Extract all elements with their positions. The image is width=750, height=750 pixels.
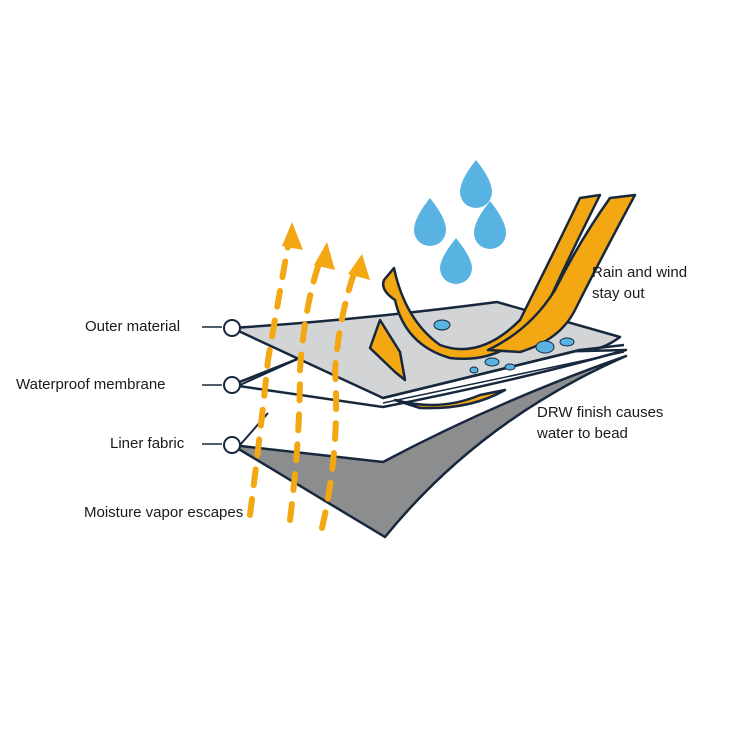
arrow-head-icon bbox=[314, 242, 335, 270]
arrow-head-icon bbox=[348, 254, 370, 280]
ribbon-under bbox=[393, 388, 507, 410]
raindrop-icon bbox=[474, 201, 506, 249]
label-waterproof-membrane: Waterproof membrane bbox=[16, 376, 166, 393]
label-rain-wind-line1: Rain and wind bbox=[592, 264, 688, 281]
wind-ribbon-tip bbox=[368, 318, 407, 382]
vapor-arrows bbox=[247, 232, 360, 531]
raindrop-icon bbox=[460, 160, 492, 208]
label-drw-finish: DRW finish causes water to bead bbox=[537, 402, 663, 444]
label-drw-line2: water to bead bbox=[537, 425, 628, 442]
pointer-circle-membrane bbox=[223, 376, 241, 394]
pointer-circle-liner bbox=[223, 436, 241, 454]
label-outer-material: Outer material bbox=[85, 318, 181, 335]
wind-ribbon-2 bbox=[486, 193, 637, 354]
label-rain-wind-line2: stay out bbox=[592, 285, 645, 302]
wind-ribbon-1 bbox=[381, 193, 602, 361]
label-liner-fabric: Liner fabric bbox=[110, 435, 185, 452]
label-moisture-vapor: Moisture vapor escapes bbox=[84, 504, 244, 521]
raindrop-icon bbox=[440, 238, 472, 284]
label-rain-wind: Rain and wind stay out bbox=[592, 262, 687, 304]
label-drw-line1: DRW finish causes bbox=[537, 404, 664, 421]
pointer-circle-outer bbox=[223, 319, 241, 337]
raindrops bbox=[414, 160, 506, 284]
raindrop-icon bbox=[414, 198, 446, 246]
water-beads bbox=[433, 319, 575, 374]
arrow-head-icon bbox=[282, 222, 303, 250]
